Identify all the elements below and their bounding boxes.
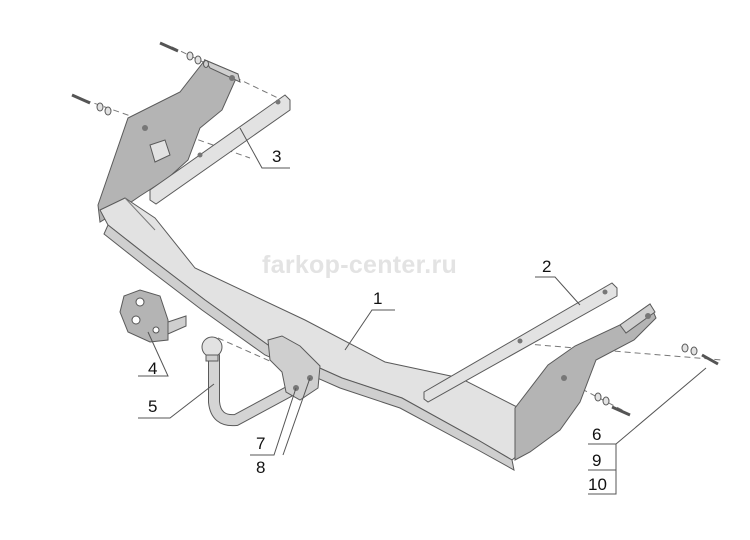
callout-5: 5 — [148, 397, 158, 416]
callout-8: 8 — [256, 458, 266, 477]
left-mounting-bracket — [97, 58, 241, 223]
callout-7: 7 — [256, 434, 266, 453]
callout-6: 6 — [592, 425, 602, 444]
callout-1: 1 — [373, 289, 383, 308]
strap-plate-left — [149, 94, 291, 205]
callout-10: 10 — [588, 475, 607, 494]
leader-lines — [138, 127, 707, 495]
callout-2: 2 — [542, 257, 552, 276]
right-mounting-bracket — [514, 303, 657, 461]
bolt-set-right — [594, 343, 719, 417]
callout-9: 9 — [592, 451, 602, 470]
bolt-set-lower-left — [71, 93, 112, 116]
callout-3: 3 — [272, 147, 282, 166]
socket-plate — [119, 289, 187, 343]
tow-ball-neck — [201, 336, 294, 427]
callout-4: 4 — [148, 359, 158, 378]
strap-plate-right — [423, 282, 618, 403]
watermark: farkop-center.ru — [262, 251, 458, 279]
bolt-set-upper-left — [159, 41, 209, 68]
